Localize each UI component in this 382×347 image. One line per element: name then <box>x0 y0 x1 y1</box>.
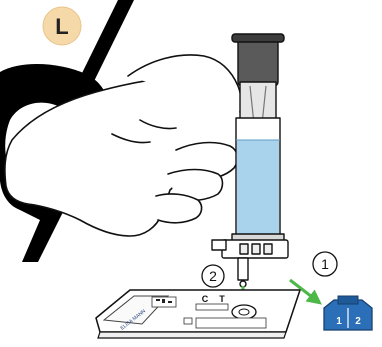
step-badge: L <box>42 6 82 46</box>
cassette-test-mark: T <box>219 294 225 304</box>
dropper-plunger-top <box>237 37 279 87</box>
dropper-liquid <box>237 140 279 236</box>
hand-finger-3 <box>155 193 203 224</box>
cap-mark-2: 2 <box>355 316 361 327</box>
cap-arrow <box>289 278 322 305</box>
callout-1: 1 <box>312 251 338 277</box>
callout-2-label: 2 <box>209 268 217 284</box>
cap-mark-1: 1 <box>336 316 342 327</box>
dropper <box>211 33 289 288</box>
callout-2: 2 <box>201 264 225 288</box>
callout-1-label: 1 <box>321 256 329 272</box>
blue-cap: 1 2 <box>323 295 373 331</box>
hand <box>4 54 277 237</box>
step-badge-letter: L <box>55 14 68 39</box>
cassette-control-mark: C <box>202 294 209 304</box>
step-badge-circle <box>42 6 82 46</box>
dropper-tip <box>237 257 249 281</box>
hand-finger-2 <box>167 168 224 202</box>
test-cassette: ELISA MANN C T <box>95 289 301 339</box>
